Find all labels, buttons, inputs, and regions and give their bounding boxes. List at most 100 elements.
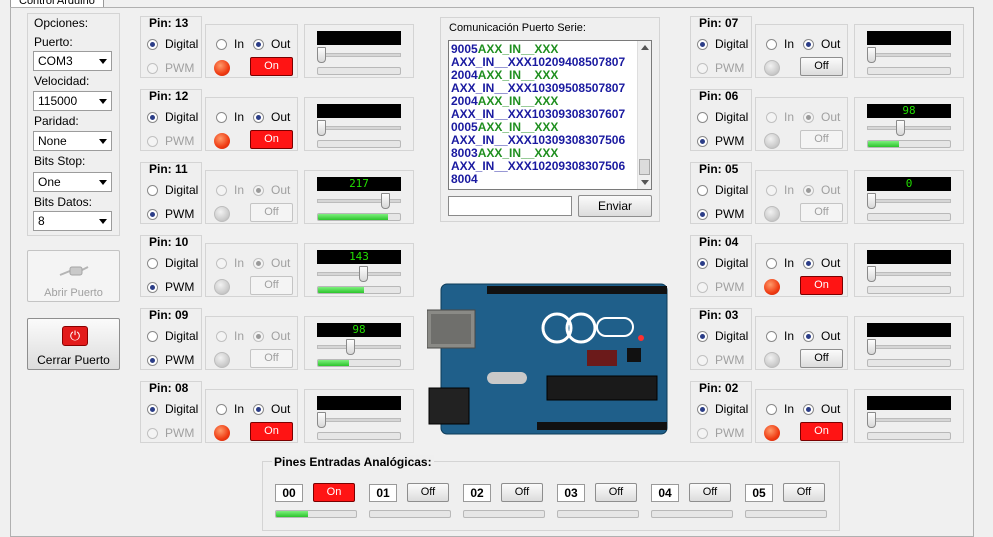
- digital-radio[interactable]: [697, 112, 708, 123]
- digital-radio[interactable]: [147, 39, 158, 50]
- pwm-slider-track[interactable]: [867, 418, 951, 422]
- in-radio[interactable]: [766, 185, 777, 196]
- close-port-button[interactable]: ⏻ Cerrar Puerto: [27, 318, 120, 370]
- open-port-button[interactable]: Abrir Puerto: [27, 250, 120, 302]
- in-radio[interactable]: [766, 404, 777, 415]
- toggle-button[interactable]: Off: [250, 276, 293, 295]
- toggle-button[interactable]: On: [800, 422, 843, 441]
- pwm-radio[interactable]: [147, 209, 158, 220]
- pwm-slider-thumb[interactable]: [867, 339, 876, 355]
- pwm-slider-track[interactable]: [317, 53, 401, 57]
- in-radio[interactable]: [216, 39, 227, 50]
- out-radio[interactable]: [803, 404, 814, 415]
- scroll-up-icon[interactable]: [641, 45, 649, 50]
- pwm-slider-thumb[interactable]: [867, 47, 876, 63]
- in-radio[interactable]: [216, 112, 227, 123]
- in-radio[interactable]: [766, 331, 777, 342]
- pwm-radio[interactable]: [147, 355, 158, 366]
- out-radio[interactable]: [253, 185, 264, 196]
- pwm-radio[interactable]: [697, 355, 708, 366]
- pwm-slider-track[interactable]: [317, 199, 401, 203]
- pwm-radio[interactable]: [697, 136, 708, 147]
- data-bits-select[interactable]: 8: [33, 211, 112, 231]
- in-radio[interactable]: [216, 258, 227, 269]
- pwm-radio[interactable]: [147, 428, 158, 439]
- analog-toggle-button[interactable]: Off: [689, 483, 731, 502]
- digital-radio[interactable]: [697, 404, 708, 415]
- digital-radio[interactable]: [147, 185, 158, 196]
- toggle-button[interactable]: Off: [800, 349, 843, 368]
- pwm-radio[interactable]: [147, 63, 158, 74]
- digital-radio[interactable]: [697, 39, 708, 50]
- digital-radio[interactable]: [147, 331, 158, 342]
- toggle-button[interactable]: Off: [250, 349, 293, 368]
- digital-radio[interactable]: [697, 185, 708, 196]
- toggle-button[interactable]: On: [250, 57, 293, 76]
- pwm-slider-thumb[interactable]: [381, 193, 390, 209]
- analog-toggle-button[interactable]: Off: [407, 483, 449, 502]
- in-radio[interactable]: [766, 39, 777, 50]
- digital-radio[interactable]: [147, 404, 158, 415]
- stop-bits-select[interactable]: One: [33, 172, 112, 192]
- pwm-slider-track[interactable]: [867, 345, 951, 349]
- out-radio[interactable]: [803, 258, 814, 269]
- analog-toggle-button[interactable]: Off: [501, 483, 543, 502]
- toggle-button[interactable]: On: [800, 276, 843, 295]
- pwm-slider-thumb[interactable]: [359, 266, 368, 282]
- scroll-down-icon[interactable]: [641, 180, 649, 185]
- pwm-slider-track[interactable]: [317, 126, 401, 130]
- out-radio[interactable]: [253, 331, 264, 342]
- toggle-button[interactable]: On: [250, 130, 293, 149]
- pwm-radio[interactable]: [147, 282, 158, 293]
- speed-select[interactable]: 115000: [33, 91, 112, 111]
- in-radio[interactable]: [216, 331, 227, 342]
- pwm-slider-thumb[interactable]: [896, 120, 905, 136]
- pwm-slider-thumb[interactable]: [317, 47, 326, 63]
- window-tab[interactable]: Control Arduino: [10, 0, 104, 8]
- analog-toggle-button[interactable]: Off: [595, 483, 637, 502]
- toggle-button[interactable]: Off: [800, 130, 843, 149]
- toggle-button[interactable]: Off: [250, 203, 293, 222]
- out-radio[interactable]: [803, 112, 814, 123]
- in-radio[interactable]: [766, 258, 777, 269]
- out-radio[interactable]: [803, 331, 814, 342]
- pwm-slider-thumb[interactable]: [317, 120, 326, 136]
- out-radio[interactable]: [253, 39, 264, 50]
- out-radio[interactable]: [803, 39, 814, 50]
- port-select[interactable]: COM3: [33, 51, 112, 71]
- toggle-button[interactable]: Off: [800, 203, 843, 222]
- pwm-slider-track[interactable]: [867, 272, 951, 276]
- pwm-radio[interactable]: [147, 136, 158, 147]
- toggle-button[interactable]: On: [250, 422, 293, 441]
- digital-radio[interactable]: [697, 258, 708, 269]
- pwm-slider-thumb[interactable]: [867, 266, 876, 282]
- pwm-slider-track[interactable]: [867, 53, 951, 57]
- analog-toggle-button[interactable]: Off: [783, 483, 825, 502]
- toggle-button[interactable]: Off: [800, 57, 843, 76]
- send-button[interactable]: Enviar: [578, 195, 652, 217]
- pwm-slider-track[interactable]: [867, 126, 951, 130]
- parity-select[interactable]: None: [33, 131, 112, 151]
- pwm-radio[interactable]: [697, 428, 708, 439]
- pwm-slider-thumb[interactable]: [867, 193, 876, 209]
- pwm-radio[interactable]: [697, 63, 708, 74]
- out-radio[interactable]: [253, 112, 264, 123]
- pwm-slider-thumb[interactable]: [867, 412, 876, 428]
- pwm-slider-thumb[interactable]: [317, 412, 326, 428]
- in-radio[interactable]: [216, 185, 227, 196]
- out-radio[interactable]: [803, 185, 814, 196]
- serial-input[interactable]: [448, 196, 572, 216]
- in-radio[interactable]: [216, 404, 227, 415]
- out-radio[interactable]: [253, 258, 264, 269]
- pwm-slider-track[interactable]: [317, 345, 401, 349]
- digital-radio[interactable]: [697, 331, 708, 342]
- analog-toggle-button[interactable]: On: [313, 483, 355, 502]
- in-radio[interactable]: [766, 112, 777, 123]
- digital-radio[interactable]: [147, 112, 158, 123]
- scroll-thumb[interactable]: [639, 159, 650, 175]
- digital-radio[interactable]: [147, 258, 158, 269]
- pwm-radio[interactable]: [697, 209, 708, 220]
- serial-scrollbar[interactable]: [637, 41, 651, 189]
- pwm-slider-thumb[interactable]: [346, 339, 355, 355]
